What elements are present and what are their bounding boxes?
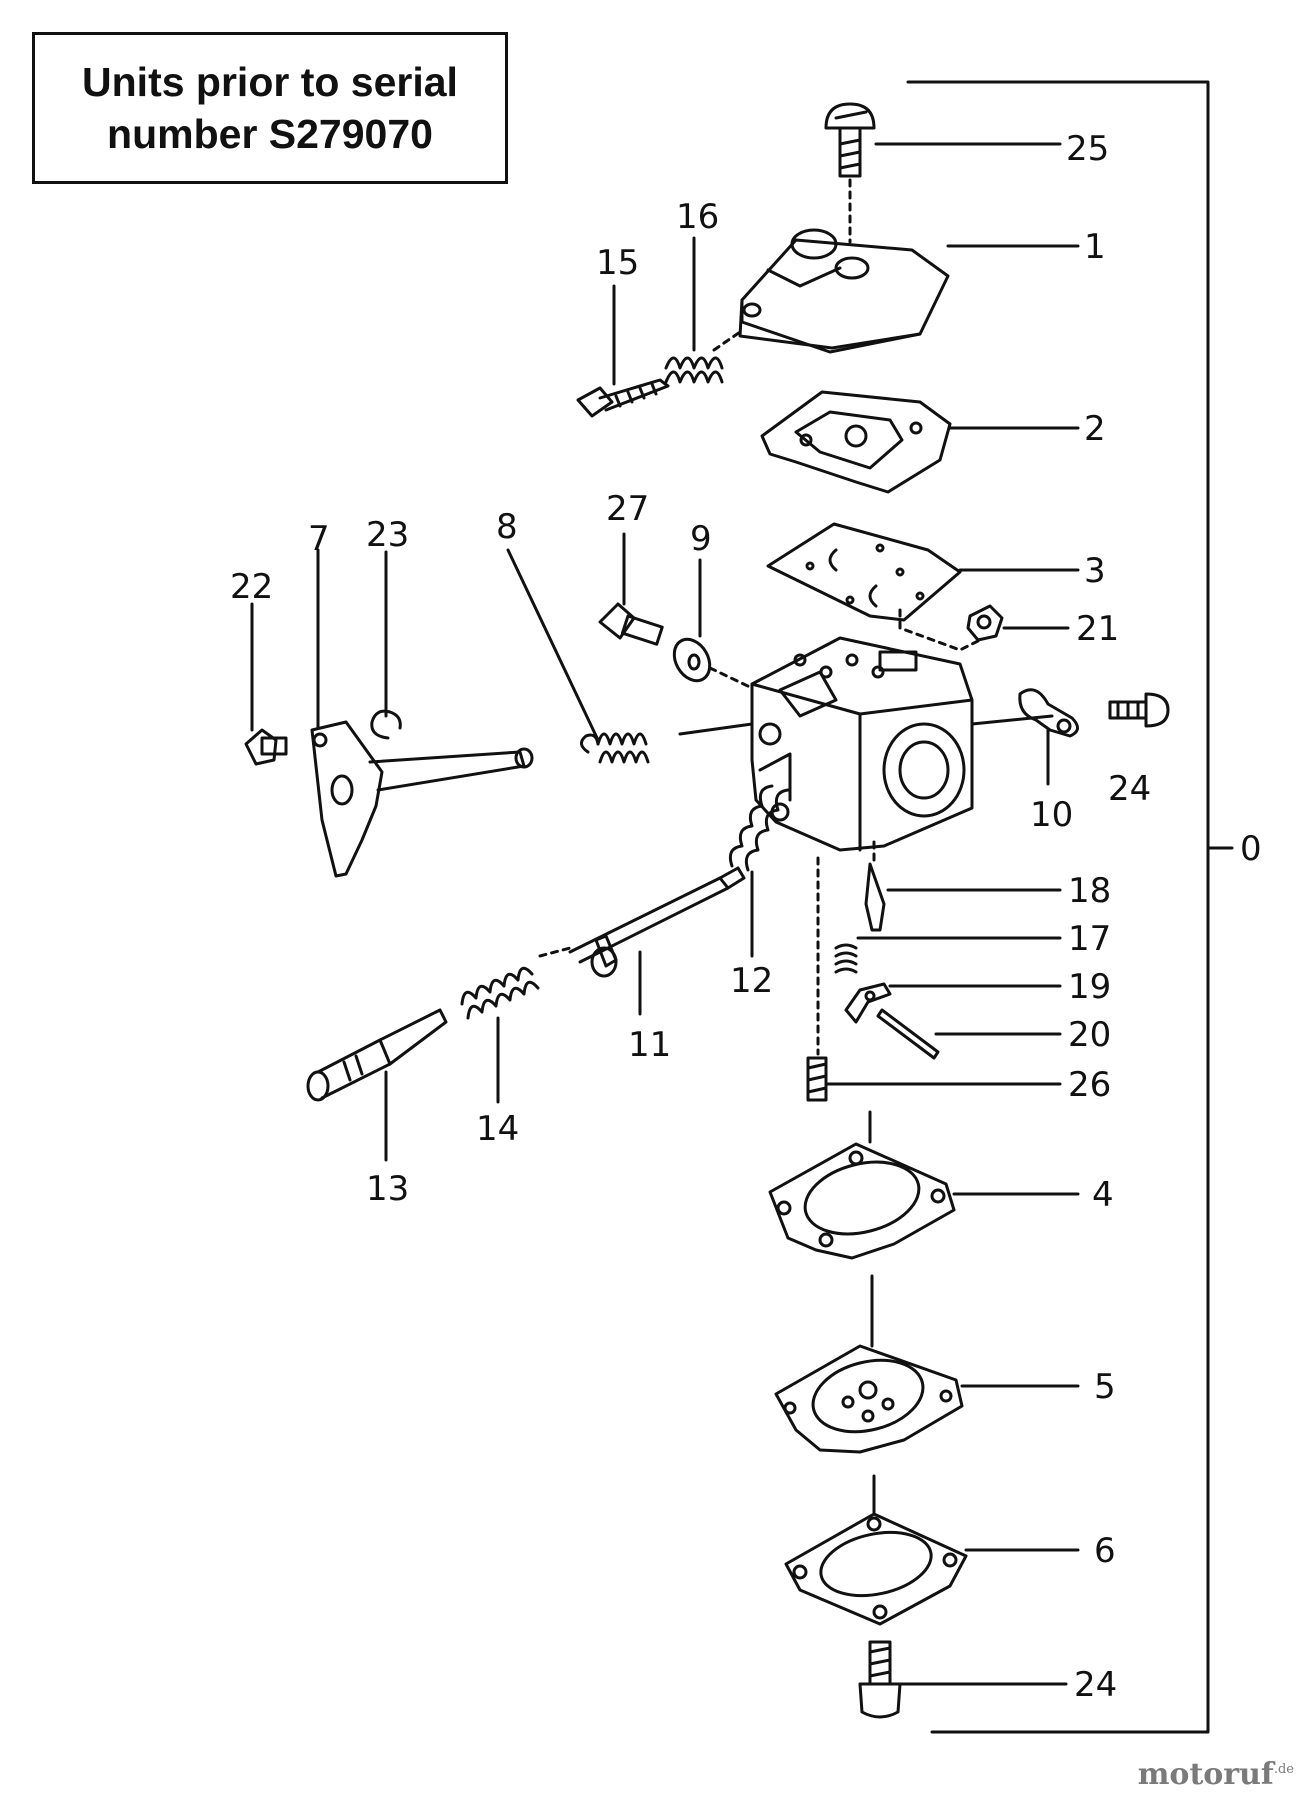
callout-8: 8 xyxy=(496,507,518,547)
callout-23: 23 xyxy=(366,515,409,555)
part-27-screw xyxy=(598,602,664,646)
watermark-name: motoruf xyxy=(1137,1757,1274,1792)
serial-note-line-2: number S279070 xyxy=(107,111,433,157)
part-22-screw xyxy=(244,728,288,766)
leader-10-link xyxy=(970,714,1054,726)
callout-24-upper: 24 xyxy=(1108,769,1151,809)
part-5-diaphragm xyxy=(774,1344,964,1454)
callout-7: 7 xyxy=(308,519,330,559)
callout-13: 13 xyxy=(366,1169,409,1209)
part-9-washer xyxy=(672,637,712,683)
callout-17: 17 xyxy=(1068,919,1111,959)
part-26-screw xyxy=(806,1056,828,1102)
callout-16: 16 xyxy=(676,197,719,237)
callout-4: 4 xyxy=(1092,1175,1114,1215)
assembly-bracket xyxy=(906,80,1210,1734)
callout-15: 15 xyxy=(596,243,639,283)
serial-note-line-1: Units prior to serial xyxy=(82,59,458,105)
leader-8 xyxy=(506,548,600,742)
watermark-suffix: .de xyxy=(1273,1762,1294,1777)
callout-9: 9 xyxy=(690,519,712,559)
serial-note-box: Units prior to serial number S279070 xyxy=(32,32,508,184)
part-11-throttle-shaft xyxy=(568,866,746,978)
callout-21: 21 xyxy=(1076,609,1119,649)
carburetor-body xyxy=(750,636,974,852)
callout-20: 20 xyxy=(1068,1015,1111,1055)
part-23-e-clip xyxy=(370,709,402,740)
watermark-logo: motoruf.de xyxy=(1138,1757,1294,1792)
part-4-gasket xyxy=(768,1142,956,1260)
part-6-pump-cover xyxy=(784,1512,968,1626)
callout-27: 27 xyxy=(606,489,649,529)
part-24-screw-upper xyxy=(1108,692,1170,728)
callout-24-lower: 24 xyxy=(1074,1665,1117,1705)
part-12-spring xyxy=(728,784,790,872)
part-8-spring xyxy=(580,732,650,764)
callout-labels: 25 1 16 15 2 27 9 3 21 23 7 22 8 24 10 0… xyxy=(230,129,1262,1705)
callout-6: 6 xyxy=(1094,1531,1116,1571)
callout-14: 14 xyxy=(476,1109,519,1149)
callout-18: 18 xyxy=(1068,871,1111,911)
callout-3: 3 xyxy=(1084,551,1106,591)
callout-10: 10 xyxy=(1030,795,1073,835)
callout-25: 25 xyxy=(1066,129,1109,169)
part-21-nut xyxy=(966,604,1004,642)
leader-8-link xyxy=(678,722,754,736)
part-20-pin xyxy=(876,1008,940,1060)
callout-1: 1 xyxy=(1084,227,1106,267)
part-14-spring xyxy=(460,966,540,1020)
part-19-lever xyxy=(844,982,892,1024)
part-16-spring xyxy=(664,356,724,384)
callout-22: 22 xyxy=(230,567,273,607)
callout-5: 5 xyxy=(1094,1367,1116,1407)
part-24-screw-lower xyxy=(858,1640,902,1719)
part-10-clip xyxy=(1018,688,1079,738)
part-1-pump-cover xyxy=(738,228,950,354)
part-3-diaphragm xyxy=(766,522,962,622)
part-17-spring xyxy=(834,943,858,974)
part-7-throttle-lever xyxy=(310,720,534,878)
part-15-adjust-screw xyxy=(576,378,670,418)
part-2-gasket xyxy=(760,390,952,494)
callout-0: 0 xyxy=(1240,829,1262,869)
callout-2: 2 xyxy=(1084,409,1106,449)
part-25-screw xyxy=(824,102,876,178)
part-13-choke-shaft xyxy=(306,1008,448,1102)
callout-26: 26 xyxy=(1068,1065,1111,1105)
callout-12: 12 xyxy=(730,961,773,1001)
callout-19: 19 xyxy=(1068,967,1111,1007)
part-18-needle xyxy=(864,862,886,932)
callout-11: 11 xyxy=(628,1025,671,1065)
